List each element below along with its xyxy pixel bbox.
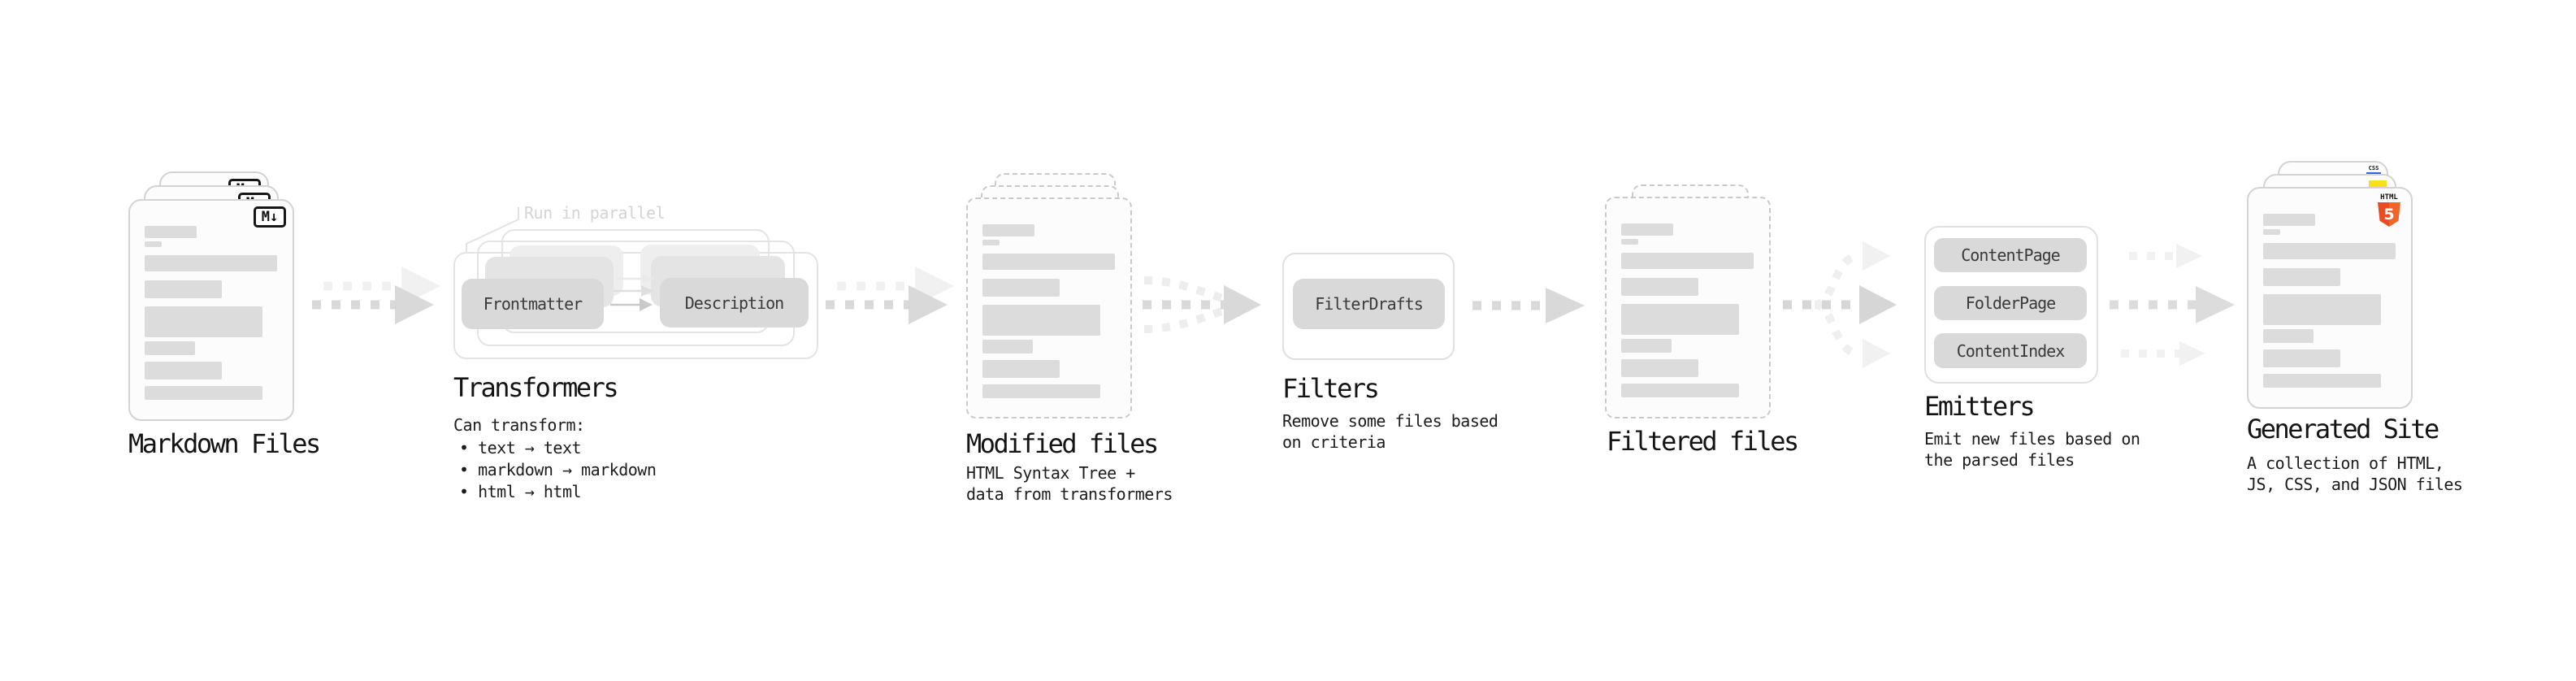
placeholder-bar: [145, 306, 262, 337]
arrow-emitters-to-generated: [2110, 244, 2235, 366]
note-connector-line: [466, 207, 519, 253]
placeholder-bar: [145, 280, 222, 298]
placeholder-bar: [1621, 384, 1739, 397]
placeholder-bar: [145, 362, 222, 380]
placeholder-bar: [145, 226, 197, 238]
placeholder-bar: [2263, 329, 2314, 343]
doc-text-placeholder: [1621, 198, 1754, 417]
modified-file-doc: [966, 197, 1132, 419]
filters-desc-line: on criteria: [1282, 432, 1386, 452]
css-icon: CSS: [2366, 166, 2382, 175]
markdown-file-doc: M↓: [128, 199, 294, 421]
placeholder-bar: [982, 279, 1060, 297]
contentpage-chip: ContentPage: [1934, 238, 2087, 272]
modified-files-desc-line: HTML Syntax Tree +: [966, 463, 1135, 483]
run-in-parallel-note: Run in parallel: [524, 203, 666, 223]
transformer-capability: • html → html: [459, 482, 582, 501]
arrow-filters-to-filtered: [1472, 288, 1585, 323]
placeholder-bar: [982, 360, 1060, 378]
html5-icon: HTML 5: [2377, 193, 2401, 227]
placeholder-bar: [2263, 349, 2340, 367]
placeholder-bar: [2263, 294, 2381, 325]
placeholder-bar: [2263, 243, 2396, 259]
emitters-label: Emitters: [1924, 391, 2036, 422]
placeholder-bar: [145, 386, 262, 400]
placeholder-bar: [982, 240, 1000, 245]
placeholder-bar: [1621, 339, 1672, 353]
modified-files-label: Modified files: [966, 428, 1159, 459]
arrow-markdown-to-transformers: [312, 267, 440, 324]
transformers-desc-title: Can transform:: [453, 415, 585, 435]
placeholder-bar: [145, 255, 277, 271]
placeholder-bar: [1621, 304, 1739, 335]
placeholder-bar: [1621, 359, 1698, 377]
placeholder-bar: [982, 340, 1033, 354]
arrow-modified-to-filters: [1143, 276, 1261, 333]
contentindex-chip: ContentIndex: [1934, 333, 2087, 368]
transformers-label: Transformers: [453, 372, 619, 403]
arrow-filtered-to-emitters: [1783, 241, 1897, 368]
filtered-files-label: Filtered files: [1607, 426, 1799, 457]
emitters-desc-line: the parsed files: [1924, 450, 2075, 470]
arrow-transformers-to-modified: [826, 267, 954, 324]
placeholder-bar: [2263, 374, 2381, 388]
generated-doc: HTML 5: [2247, 187, 2413, 409]
placeholder-bar: [2263, 229, 2280, 235]
emitters-desc-line: Emit new files based on: [1924, 429, 2140, 449]
placeholder-bar: [982, 384, 1100, 398]
doc-text-placeholder: [982, 199, 1116, 417]
doc-text-placeholder: [145, 201, 278, 419]
placeholder-bar: [1621, 223, 1673, 236]
placeholder-bar: [145, 241, 162, 247]
parallel-step-arrows: [610, 274, 654, 311]
transformer-frame: [453, 252, 818, 359]
filtered-file-doc: [1605, 197, 1771, 419]
filters-desc-line: Remove some files based: [1282, 411, 1498, 431]
filters-label: Filters: [1282, 373, 1380, 404]
filters-frame: [1282, 253, 1455, 360]
modified-files-desc-line: data from transformers: [966, 484, 1173, 504]
frontmatter-chip: Frontmatter: [462, 279, 604, 329]
placeholder-bar: [2263, 214, 2315, 226]
folderpage-chip: FolderPage: [1934, 286, 2087, 320]
description-chip: Description: [660, 278, 809, 327]
markdown-icon: M↓: [254, 206, 286, 228]
generated-site-label: Generated Site: [2247, 414, 2439, 445]
emitters-frame: [1924, 226, 2098, 384]
transformer-capability: • text → text: [459, 438, 582, 458]
placeholder-bar: [1621, 253, 1754, 269]
placeholder-bar: [982, 305, 1100, 336]
filterdrafts-chip: FilterDrafts: [1293, 279, 1445, 329]
placeholder-bar: [145, 341, 195, 355]
placeholder-bar: [1621, 278, 1698, 296]
placeholder-bar: [982, 224, 1034, 236]
doc-text-placeholder: [2263, 189, 2396, 407]
placeholder-bar: [1621, 239, 1638, 245]
generated-site-desc-line: A collection of HTML,: [2247, 453, 2444, 473]
placeholder-bar: [2263, 268, 2340, 286]
transformer-capability: • markdown → markdown: [459, 460, 657, 479]
markdown-files-label: Markdown Files: [128, 428, 321, 459]
placeholder-bar: [982, 254, 1115, 270]
generated-site-desc-line: JS, CSS, and JSON files: [2247, 475, 2463, 494]
